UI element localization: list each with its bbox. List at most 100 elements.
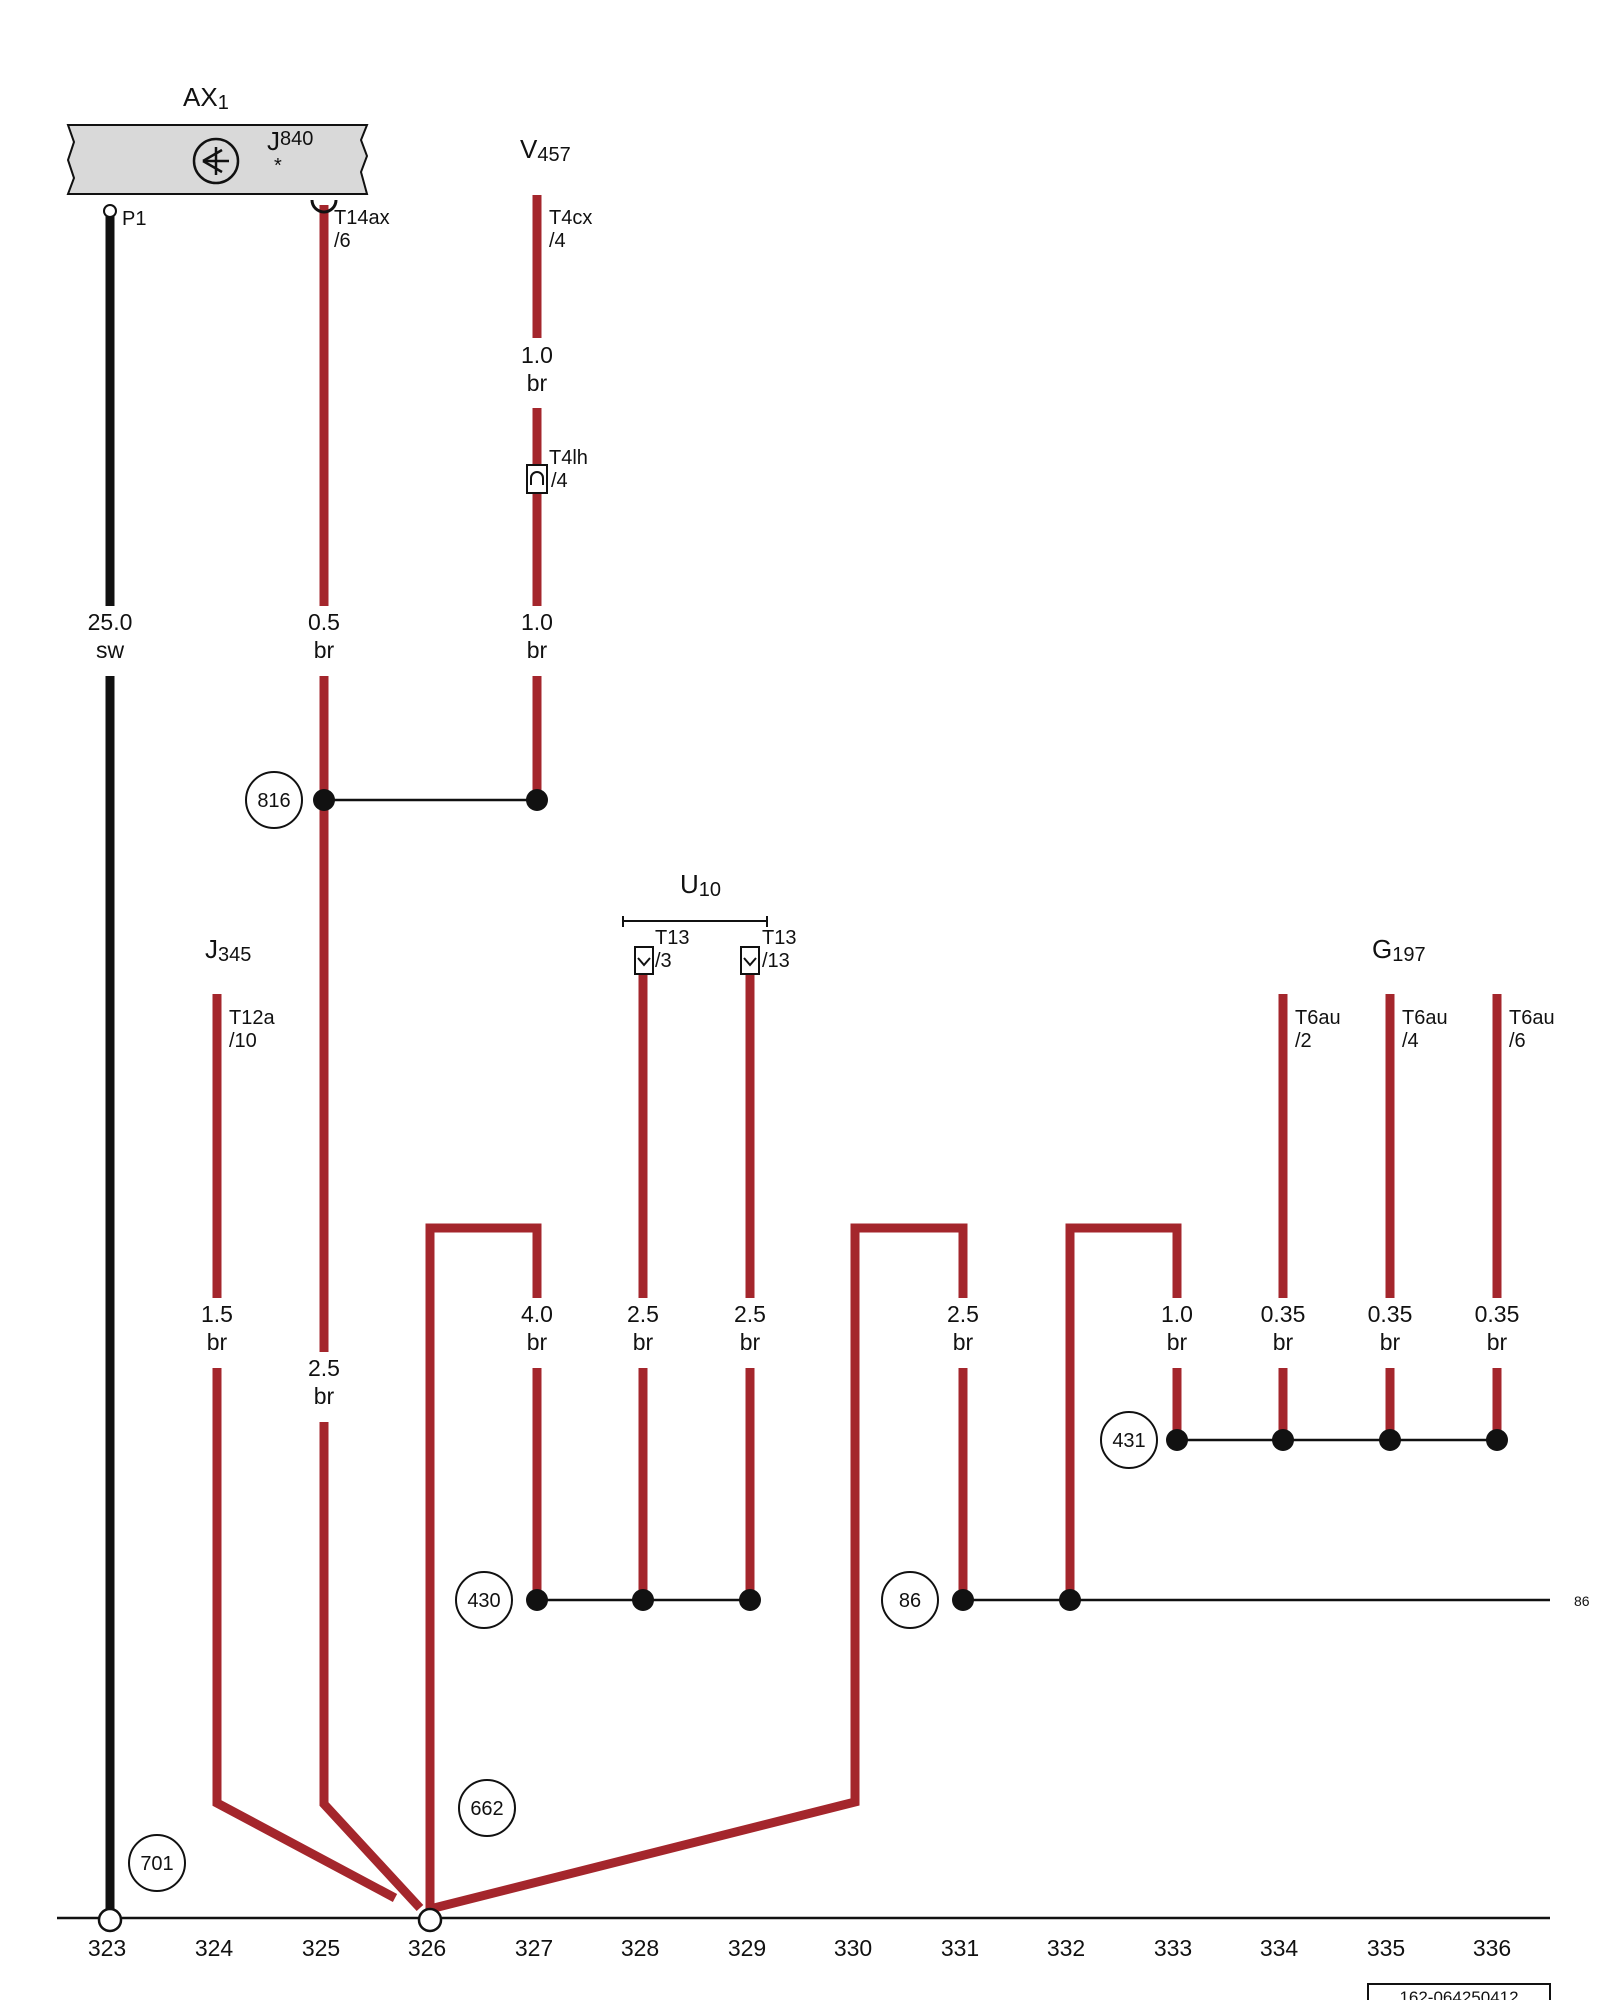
doc-number: 162-064250412 bbox=[1399, 1988, 1518, 2000]
wire-336-color: br bbox=[1487, 1329, 1508, 1355]
connection-point-430 bbox=[455, 1571, 513, 1629]
wire-v457-upper-color: br bbox=[527, 370, 548, 396]
wire-333-color: br bbox=[1167, 1329, 1188, 1355]
connection-point-86 bbox=[881, 1571, 939, 1629]
u10-bracket bbox=[622, 916, 768, 927]
pin-t12a-b: /10 bbox=[229, 1030, 257, 1052]
ground-point-326 bbox=[417, 1907, 443, 1933]
component-label-j345: J345 bbox=[205, 934, 251, 966]
wire-328 bbox=[618, 973, 668, 1600]
wire-335-color: br bbox=[1380, 1329, 1401, 1355]
junction-dot bbox=[632, 1589, 654, 1611]
wire-329-color: br bbox=[740, 1329, 761, 1355]
pin-t13-3-b: /3 bbox=[655, 950, 672, 972]
component-label-j840: J840 bbox=[267, 126, 313, 156]
component-label-ax1: AX1 bbox=[183, 82, 229, 114]
wire-v457-upper-size: 1.0 bbox=[521, 342, 553, 368]
connection-point-86-label: 86 bbox=[899, 1590, 921, 1612]
track-number: 327 bbox=[515, 1935, 553, 1961]
diode-icon bbox=[202, 147, 229, 175]
wire-325 bbox=[300, 205, 424, 1912]
connection-point-430-label: 430 bbox=[467, 1590, 500, 1612]
track-number: 329 bbox=[728, 1935, 766, 1961]
track-number: 323 bbox=[88, 1935, 126, 1961]
connection-point-431 bbox=[1100, 1411, 1158, 1469]
junction-dot bbox=[1166, 1429, 1188, 1451]
connection-point-701-label: 701 bbox=[140, 1853, 173, 1875]
junction-dot bbox=[952, 1589, 974, 1611]
wire-327 bbox=[425, 1223, 562, 1910]
connection-point-701 bbox=[128, 1834, 186, 1892]
track-number: 326 bbox=[408, 1935, 446, 1961]
wire-336 bbox=[1472, 994, 1522, 1440]
wire-335 bbox=[1365, 994, 1415, 1440]
wire-331-size: 2.5 bbox=[947, 1301, 979, 1327]
connection-point-816-label: 816 bbox=[257, 790, 290, 812]
wire-325-bottom-size: 2.5 bbox=[308, 1355, 340, 1381]
pin-t6au-4-a: T6au bbox=[1402, 1007, 1448, 1029]
connection-point-662-label: 662 bbox=[470, 1798, 503, 1820]
wire-323 bbox=[90, 212, 130, 1918]
t13-13-connector-icon bbox=[740, 946, 760, 975]
wire-331 bbox=[432, 1223, 988, 1913]
connection-point-431-label: 431 bbox=[1112, 1430, 1145, 1452]
wire-328-size: 2.5 bbox=[627, 1301, 659, 1327]
pin-t6au-2-b: /2 bbox=[1295, 1030, 1312, 1052]
wire-v457-lower-color: br bbox=[527, 637, 548, 663]
wire-324-size: 1.5 bbox=[201, 1301, 233, 1327]
track-number: 333 bbox=[1154, 1935, 1192, 1961]
pin-t4lh-a: T4lh bbox=[549, 447, 588, 469]
component-label-u10: U10 bbox=[680, 869, 721, 901]
junction-dot bbox=[1486, 1429, 1508, 1451]
track-ruler: 323 324 325 326 327 328 329 330 331 332 … bbox=[88, 1935, 1511, 1961]
wire-331-color: br bbox=[953, 1329, 974, 1355]
wire-327-size: 4.0 bbox=[521, 1301, 553, 1327]
pin-t6au-2-a: T6au bbox=[1295, 1007, 1341, 1029]
track-number: 330 bbox=[834, 1935, 872, 1961]
wire-327-color: br bbox=[527, 1329, 548, 1355]
edge-reference-86: 86 bbox=[1574, 1593, 1590, 1609]
wire-323-size: 25.0 bbox=[88, 609, 133, 635]
t4lh-connector-icon bbox=[526, 464, 548, 494]
pin-t13-13-b: /13 bbox=[762, 950, 790, 972]
wire-334-color: br bbox=[1273, 1329, 1294, 1355]
track-number: 325 bbox=[302, 1935, 340, 1961]
component-label-v457: V457 bbox=[520, 134, 571, 166]
wire-v457-lower-size: 1.0 bbox=[521, 609, 553, 635]
junction-dot bbox=[526, 789, 548, 811]
ground-symbol-icon bbox=[192, 137, 240, 185]
p1-terminal bbox=[103, 204, 117, 218]
wire-323-color: sw bbox=[96, 637, 125, 663]
junction-dot bbox=[1272, 1429, 1294, 1451]
wire-324 bbox=[192, 994, 398, 1902]
pin-t14ax-a: T14ax bbox=[334, 207, 390, 229]
component-label-g197: G197 bbox=[1372, 934, 1426, 966]
junction-dot bbox=[1059, 1589, 1081, 1611]
track-number: 331 bbox=[941, 1935, 979, 1961]
t13-3-connector-icon bbox=[634, 946, 654, 975]
junction-dot bbox=[526, 1589, 548, 1611]
wire-333 bbox=[1065, 1223, 1202, 1600]
wire-329-size: 2.5 bbox=[734, 1301, 766, 1327]
wire-325-bottom-color: br bbox=[314, 1383, 335, 1409]
wire-324-color: br bbox=[207, 1329, 228, 1355]
pin-t14ax-b: /6 bbox=[334, 230, 351, 252]
pin-p1: P1 bbox=[122, 208, 146, 230]
wire-325-top-color: br bbox=[314, 637, 335, 663]
j840-asterisk: * bbox=[274, 155, 282, 177]
wire-334-size: 0.35 bbox=[1261, 1301, 1306, 1327]
wire-325-top-size: 0.5 bbox=[308, 609, 340, 635]
wire-328-color: br bbox=[633, 1329, 654, 1355]
wire-334 bbox=[1258, 994, 1308, 1440]
track-number: 324 bbox=[195, 1935, 234, 1961]
wire-335-size: 0.35 bbox=[1368, 1301, 1413, 1327]
pin-t4cx-b: /4 bbox=[549, 230, 566, 252]
t14ax-terminal-icon bbox=[310, 199, 338, 214]
pin-t4cx-a: T4cx bbox=[549, 207, 592, 229]
connection-point-662 bbox=[458, 1779, 516, 1837]
track-number: 335 bbox=[1367, 1935, 1405, 1961]
wire-336-size: 0.35 bbox=[1475, 1301, 1520, 1327]
junction-dot bbox=[313, 789, 335, 811]
connection-point-816 bbox=[245, 771, 303, 829]
track-number: 328 bbox=[621, 1935, 659, 1961]
